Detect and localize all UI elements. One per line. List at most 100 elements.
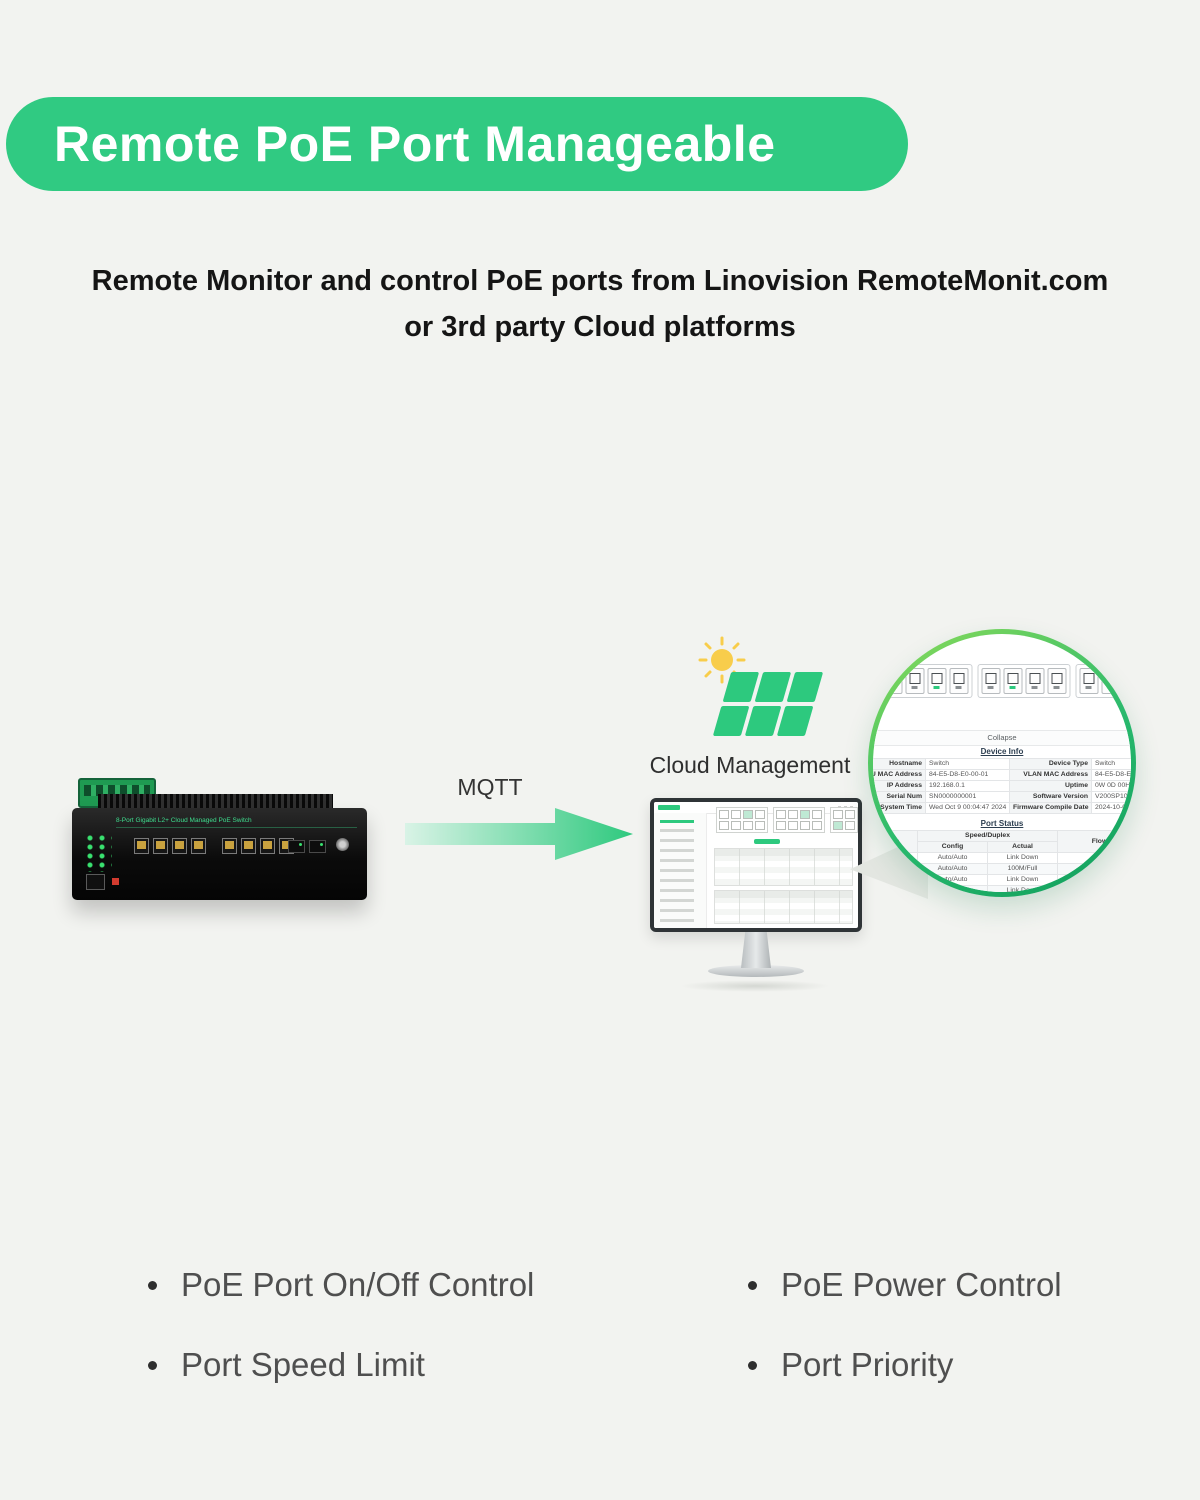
mini-sidebar bbox=[654, 813, 707, 928]
info-key: Software Version bbox=[1009, 791, 1092, 803]
cell-config: Auto/Auto bbox=[917, 863, 988, 875]
cell-actual: Link Down bbox=[986, 852, 1059, 864]
port-status-icon bbox=[949, 668, 969, 694]
mqtt-label: MQTT bbox=[457, 774, 523, 800]
port-status-icon bbox=[1047, 668, 1067, 694]
cell-flow: Disabled bbox=[1057, 852, 1131, 864]
power-connector bbox=[336, 838, 349, 851]
cell-admin: Enabled bbox=[873, 885, 918, 892]
info-value: Switch bbox=[1091, 758, 1131, 770]
rj45-port bbox=[172, 838, 187, 854]
mqtt-arrow bbox=[405, 808, 633, 860]
solar-cell bbox=[786, 672, 824, 702]
column-subheader: Config bbox=[917, 841, 988, 853]
info-key: Hostname bbox=[873, 758, 926, 770]
cell-actual: 100M/Full bbox=[986, 863, 1059, 875]
feature-label: PoE Power Control bbox=[781, 1266, 1062, 1303]
poe-switch-device: 8-Port Gigabit L2+ Cloud Managed PoE Swi… bbox=[72, 778, 367, 918]
port-status-icon bbox=[1025, 668, 1045, 694]
port-status-icon bbox=[1003, 668, 1023, 694]
mini-logo bbox=[658, 805, 680, 810]
magnified-port-icons bbox=[879, 664, 1125, 698]
info-value: Switch bbox=[925, 758, 1010, 770]
port-status-title: Port Status bbox=[980, 819, 1024, 828]
collapse-bar: Collapse bbox=[873, 730, 1131, 746]
info-key: Firmware Compile Date bbox=[1009, 802, 1092, 814]
reset-button bbox=[112, 878, 119, 885]
info-key: Device Type bbox=[1009, 758, 1092, 770]
cell-flow: Disabled bbox=[1057, 885, 1131, 892]
cell-config: Auto/Auto bbox=[917, 852, 988, 864]
page-title: Remote PoE Port Manageable bbox=[54, 116, 776, 172]
mini-table-upper bbox=[714, 848, 853, 886]
magnifier-content: Collapse Device Info Hostname Switch Dev… bbox=[873, 634, 1131, 892]
cell-actual: Link Down bbox=[986, 885, 1059, 892]
port-group-gap bbox=[210, 838, 218, 854]
rj45-port bbox=[260, 838, 275, 854]
solar-cell bbox=[744, 706, 782, 736]
subtitle-line-1: Remote Monitor and control PoE ports fro… bbox=[91, 265, 1109, 297]
port-status-icon bbox=[905, 668, 925, 694]
cell-admin: Enabled bbox=[873, 863, 918, 875]
bullet-dot bbox=[748, 1360, 757, 1370]
cell-flow: Disabled bbox=[1057, 874, 1131, 886]
info-key: Current System Time bbox=[873, 802, 926, 814]
info-value: V200SP1024010 bbox=[1091, 791, 1131, 803]
info-value: SN0000000001 bbox=[925, 791, 1010, 803]
mini-action-button bbox=[754, 839, 780, 844]
monitor-screen bbox=[650, 798, 862, 932]
magnifier-circle: Collapse Device Info Hostname Switch Dev… bbox=[868, 629, 1136, 897]
feature-label: PoE Port On/Off Control bbox=[181, 1266, 535, 1303]
heatsink-fins bbox=[98, 794, 333, 810]
bullet-dot bbox=[148, 1360, 157, 1370]
info-value: 84-E5-D8-E0-00-00 bbox=[1091, 769, 1131, 781]
solar-cell bbox=[712, 706, 750, 736]
sfp-icon-group bbox=[1075, 664, 1125, 698]
port-icon-group bbox=[879, 664, 973, 698]
rj45-port bbox=[134, 838, 149, 854]
mini-sidebar-active-item bbox=[660, 820, 694, 823]
cell-flow: Disabled bbox=[1057, 863, 1131, 875]
cloud-management-label: Cloud Management bbox=[649, 752, 851, 778]
feature-label: Port Speed Limit bbox=[181, 1346, 425, 1383]
rj45-port bbox=[241, 838, 256, 854]
port-status-table: Admin Status Speed/Duplex Flow Control C… bbox=[873, 830, 1131, 892]
cell-admin: Enabled bbox=[873, 852, 918, 864]
port-status-icon bbox=[1101, 668, 1121, 694]
info-value: 2024-10-09 13:08 bbox=[1091, 802, 1131, 814]
info-key: Serial Num bbox=[873, 791, 926, 803]
rj45-port-row bbox=[134, 838, 294, 854]
solar-cell bbox=[754, 672, 792, 702]
port-icon-group bbox=[977, 664, 1071, 698]
info-value: 0W 0D 00H:04M bbox=[1091, 780, 1131, 792]
info-key: VLAN MAC Address bbox=[1009, 769, 1092, 781]
info-value: 192.168.0.1 bbox=[925, 780, 1010, 792]
subtitle-line-2: or 3rd party Cloud platforms bbox=[404, 311, 796, 344]
cell-config: Auto/Auto bbox=[917, 885, 988, 892]
console-port bbox=[86, 874, 105, 890]
solar-panel-icon bbox=[712, 672, 824, 736]
cell-actual: Link Down bbox=[986, 874, 1059, 886]
rj45-port bbox=[222, 838, 237, 854]
status-leds bbox=[86, 834, 112, 872]
mini-port-overview bbox=[716, 807, 858, 833]
info-key: IP Address bbox=[873, 780, 926, 792]
info-key: Uptime bbox=[1009, 780, 1092, 792]
sfp-port bbox=[309, 840, 326, 853]
column-header: Flow Control bbox=[1057, 830, 1131, 853]
feature-item: Port Priority bbox=[748, 1346, 1108, 1384]
mini-port-panel bbox=[773, 807, 825, 833]
port-status-icon bbox=[927, 668, 947, 694]
feature-item: PoE Port On/Off Control bbox=[148, 1266, 748, 1304]
feature-list: PoE Port On/Off Control PoE Power Contro… bbox=[148, 1266, 1108, 1384]
switch-body: 8-Port Gigabit L2+ Cloud Managed PoE Swi… bbox=[72, 808, 367, 900]
sfp-slots bbox=[288, 840, 326, 853]
mini-sfp-panel bbox=[830, 807, 858, 833]
info-key: CPU MAC Address bbox=[873, 769, 926, 781]
cell-admin: Enabled bbox=[873, 874, 918, 886]
column-header: Speed/Duplex bbox=[916, 830, 1059, 842]
mini-dashboard bbox=[654, 802, 858, 928]
info-value: 84-E5-D8-E0-00-01 bbox=[925, 769, 1010, 781]
port-status-icon bbox=[883, 668, 903, 694]
